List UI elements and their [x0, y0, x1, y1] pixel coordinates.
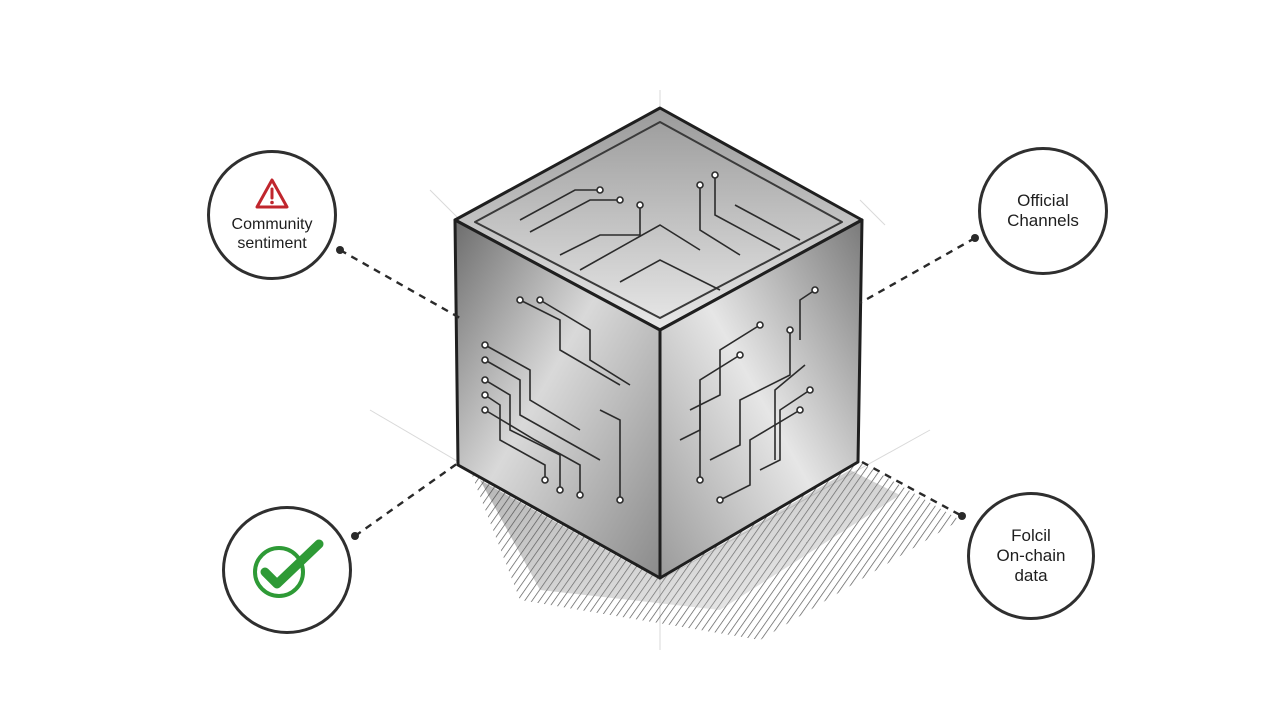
- onchain-label-line1: Folcil: [1011, 526, 1051, 545]
- connector-dots: [336, 234, 979, 540]
- circuit-nodes: [481, 171, 819, 504]
- cube-right-face: [658, 218, 864, 580]
- connector-verified: [354, 462, 459, 537]
- connector-community: [339, 248, 461, 320]
- community-label-line2: sentiment: [237, 234, 307, 252]
- official-label-line1: Official: [1017, 191, 1069, 210]
- circuit-traces: [484, 175, 816, 501]
- onchain-data-node: Folcil On-chain data: [967, 492, 1095, 620]
- check-circle-icon: [247, 536, 327, 605]
- official-label-line2: Channels: [1007, 211, 1079, 230]
- connector-onchain: [861, 460, 963, 518]
- connectors: [339, 236, 976, 537]
- warning-triangle-icon: [255, 178, 289, 215]
- community-label-line1: Community: [231, 215, 313, 233]
- cube-body: [453, 106, 864, 580]
- verified-node: [222, 506, 352, 634]
- cube-shadow: [470, 462, 960, 640]
- official-channels-node: Official Channels: [978, 147, 1108, 275]
- connector-official: [859, 236, 976, 305]
- onchain-label-line3: data: [1014, 566, 1048, 585]
- onchain-label-line2: On-chain: [996, 546, 1066, 565]
- community-sentiment-node: Community sentiment: [207, 150, 337, 280]
